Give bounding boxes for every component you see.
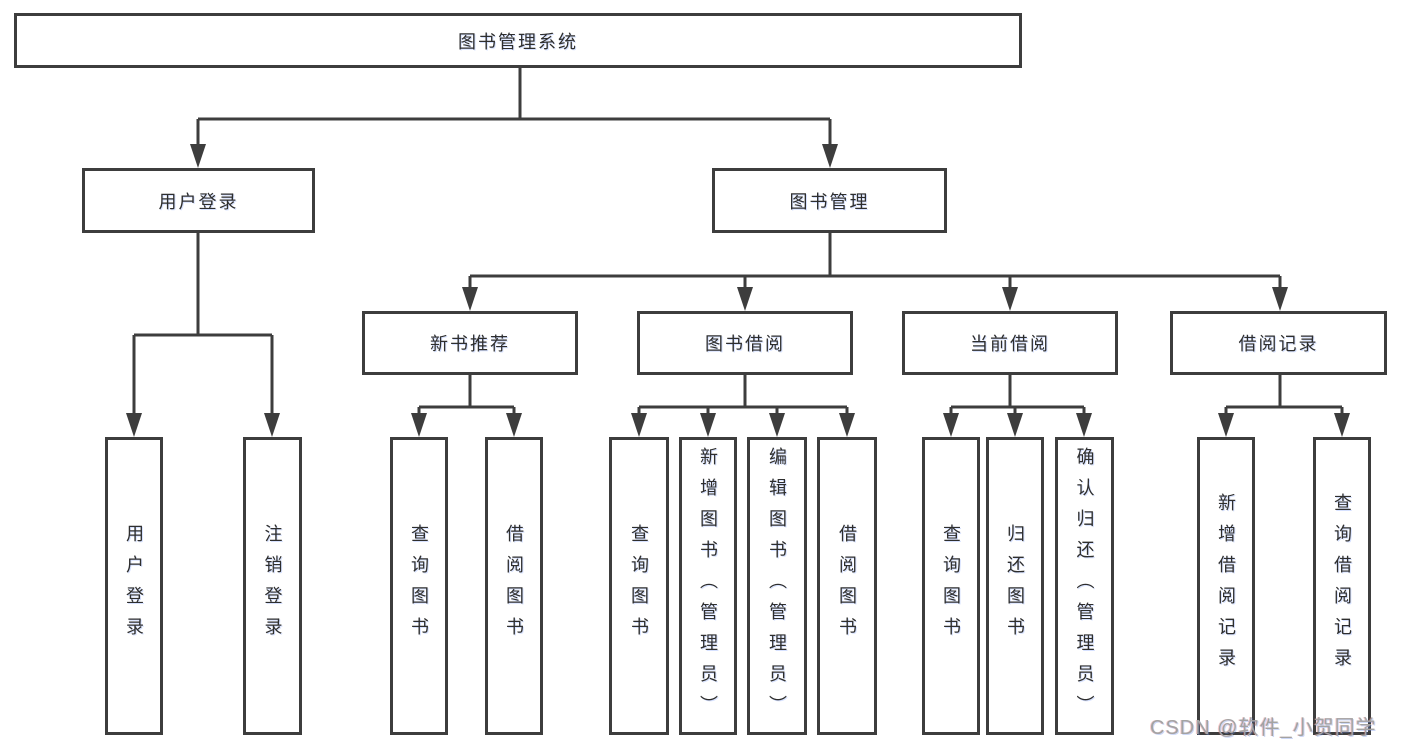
leaf-current-return-books: 归还图书 bbox=[986, 437, 1044, 735]
leaf-newbooks-query-books-label: 查询图书 bbox=[409, 524, 429, 648]
leaf-logout-label: 注销登录 bbox=[262, 524, 283, 648]
leaf-borrowing-query-books-label: 查询图书 bbox=[629, 524, 649, 648]
leaf-borrowing-add-books-admin: 新增图书（管理员） bbox=[679, 437, 737, 735]
node-current-borrowing-label: 当前借阅 bbox=[970, 334, 1050, 354]
node-new-book-recommend: 新书推荐 bbox=[362, 311, 578, 375]
leaf-borrowing-query-books: 查询图书 bbox=[609, 437, 669, 735]
node-book-management: 图书管理 bbox=[712, 168, 947, 233]
node-root-label: 图书管理系统 bbox=[458, 31, 578, 52]
leaf-borrowing-borrow-books: 借阅图书 bbox=[817, 437, 877, 735]
node-book-borrowing: 图书借阅 bbox=[637, 311, 853, 375]
csdn-watermark: CSDN @软件_小贺同学 bbox=[1150, 717, 1377, 739]
leaf-records-add-record-label: 新增借阅记录 bbox=[1216, 493, 1236, 679]
leaf-newbooks-borrow-books-label: 借阅图书 bbox=[504, 524, 524, 648]
leaf-newbooks-query-books: 查询图书 bbox=[390, 437, 448, 735]
leaf-user-login-label: 用户登录 bbox=[124, 524, 144, 648]
leaf-newbooks-borrow-books: 借阅图书 bbox=[485, 437, 543, 735]
node-root: 图书管理系统 bbox=[14, 13, 1022, 68]
node-user-login: 用户登录 bbox=[82, 168, 315, 233]
leaf-user-login: 用户登录 bbox=[105, 437, 163, 735]
leaf-records-query-record: 查询借阅记录 bbox=[1313, 437, 1371, 735]
leaf-records-query-record-label: 查询借阅记录 bbox=[1332, 493, 1352, 679]
leaf-current-query-books: 查询图书 bbox=[922, 437, 980, 735]
leaf-current-query-books-label: 查询图书 bbox=[941, 524, 961, 648]
leaf-borrowing-edit-books-admin-label: 编辑图书（管理员） bbox=[767, 446, 787, 726]
leaf-current-confirm-return-admin-label: 确认归还（管理员） bbox=[1074, 446, 1095, 726]
leaf-borrowing-edit-books-admin: 编辑图书（管理员） bbox=[747, 437, 807, 735]
node-new-book-recommend-label: 新书推荐 bbox=[430, 334, 510, 354]
leaf-current-return-books-label: 归还图书 bbox=[1005, 524, 1025, 648]
node-borrowing-records: 借阅记录 bbox=[1170, 311, 1387, 375]
leaf-borrowing-borrow-books-label: 借阅图书 bbox=[837, 524, 857, 648]
node-book-management-label: 图书管理 bbox=[789, 191, 870, 212]
leaf-records-add-record: 新增借阅记录 bbox=[1197, 437, 1255, 735]
node-book-borrowing-label: 图书借阅 bbox=[705, 334, 785, 354]
node-user-login-label: 用户登录 bbox=[158, 191, 239, 212]
leaf-borrowing-add-books-admin-label: 新增图书（管理员） bbox=[698, 446, 718, 726]
node-current-borrowing: 当前借阅 bbox=[902, 311, 1118, 375]
node-borrowing-records-label: 借阅记录 bbox=[1238, 334, 1319, 354]
leaf-logout: 注销登录 bbox=[243, 437, 302, 735]
leaf-current-confirm-return-admin: 确认归还（管理员） bbox=[1055, 437, 1114, 735]
